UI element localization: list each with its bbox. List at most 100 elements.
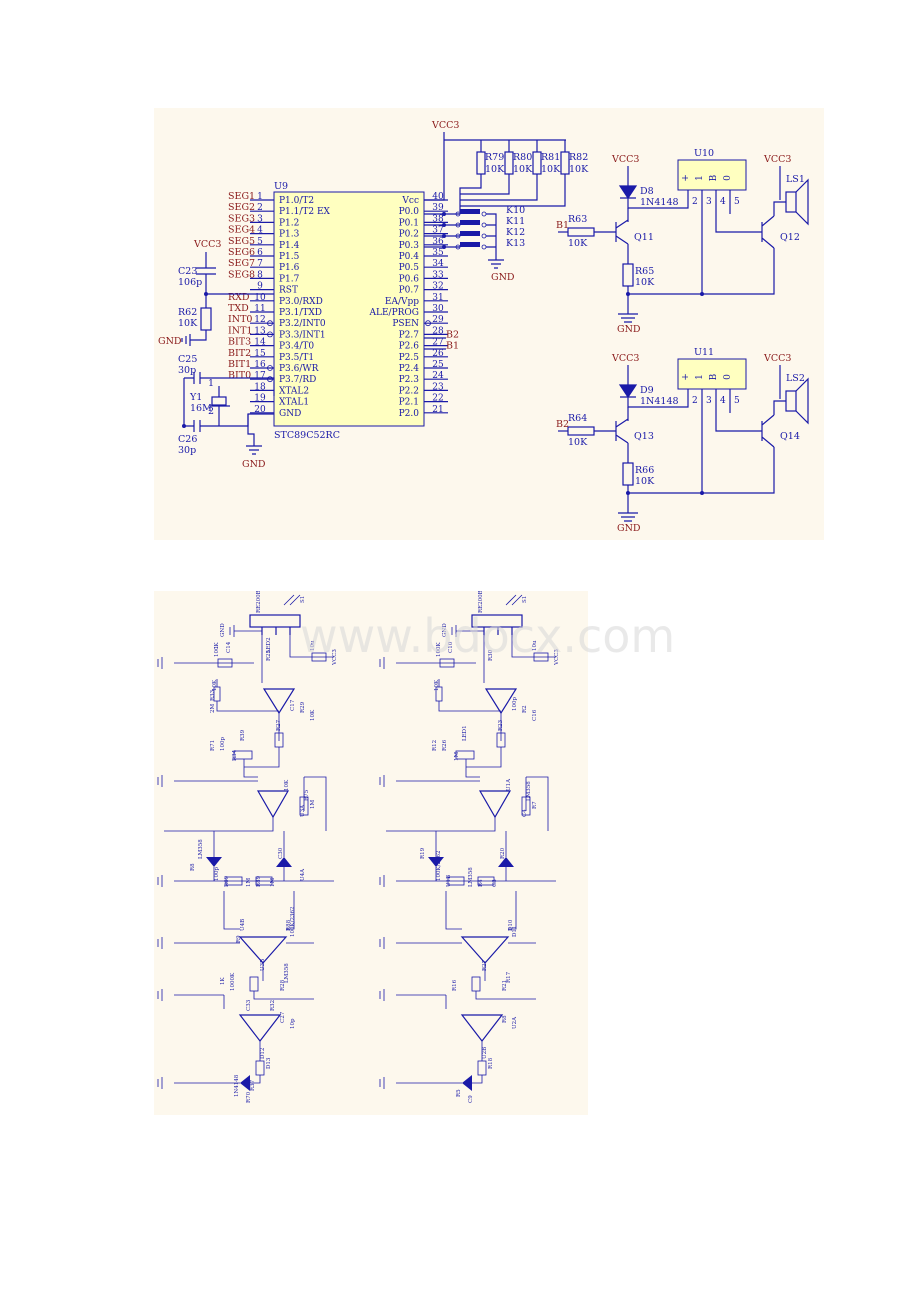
part-label: R27 <box>276 719 282 731</box>
pin-name: P1.7 <box>279 274 300 284</box>
pin-number: 18 <box>254 382 266 392</box>
r82-val: 10K <box>569 164 589 175</box>
pin-net-label: BIT0 <box>228 370 251 381</box>
q2-ref: Q14 <box>780 431 800 442</box>
part-label: LED2 <box>266 637 272 653</box>
part-label: U3A <box>300 804 306 817</box>
pin-name: P0.6 <box>399 274 420 284</box>
k13: K13 <box>506 238 525 249</box>
part-label: U1B <box>446 875 452 887</box>
part-label: R33 <box>210 689 216 701</box>
pin-number: 35 <box>432 248 444 258</box>
pin-name: XTAL1 <box>279 398 309 408</box>
pir-sensor: RE200B <box>478 591 484 613</box>
pin-number: 6 <box>257 248 263 258</box>
b-net-stubs <box>424 337 446 350</box>
speaker-ref: LS1 <box>786 174 805 185</box>
part-label: 1000K <box>230 972 236 991</box>
part-label: U4A <box>300 868 306 881</box>
part-label: R34 <box>232 749 238 761</box>
pin-name: GND <box>279 409 301 419</box>
part-label: R21 <box>502 980 508 991</box>
part-label: LM358 <box>526 781 532 801</box>
pin-net-label: INT1 <box>228 325 252 336</box>
pin-net-label: RXD <box>228 292 250 303</box>
part-label: R16 <box>452 979 458 991</box>
part-label: 10u <box>532 640 538 651</box>
part-label: 100p <box>220 737 226 751</box>
part-label: C14 <box>226 641 232 653</box>
part-label: R4 <box>478 879 484 887</box>
part-label: 100p <box>512 697 518 711</box>
vcc-label: VCC3 <box>611 154 639 165</box>
relay-pin-number: 4 <box>720 197 726 207</box>
pin-net-label: SEG8 <box>228 269 255 280</box>
relay-pin-label: B <box>709 373 719 380</box>
pin-net-label: TXD <box>228 303 249 314</box>
part-label: R7 <box>532 801 538 809</box>
relay-pin-number: 3 <box>706 396 712 406</box>
pin-number: 8 <box>257 270 263 280</box>
c23-ref: C23 <box>178 266 197 277</box>
part-label: C17 <box>290 699 296 711</box>
pin-number: 20 <box>254 405 266 415</box>
pin-name: P2.6 <box>399 342 420 352</box>
part-label: LM358 <box>284 963 290 983</box>
part-label: 1M <box>270 878 276 887</box>
part-label: U3B <box>260 959 266 971</box>
part-label: 1M <box>310 800 316 809</box>
part-label: R2 <box>522 705 528 713</box>
pin-number: 15 <box>254 349 266 359</box>
buzzer-driver-circuits: U10+213B405VCC3D81N4148B1R6310KQ11R6510K… <box>556 148 809 534</box>
part-label: R69 <box>224 875 230 887</box>
relay-pin-label: 1 <box>695 175 705 181</box>
relay-body <box>677 159 747 191</box>
part-label: R5 <box>456 1089 462 1097</box>
pin-number: 40 <box>432 192 444 202</box>
part-label: C3 <box>492 879 498 887</box>
pin-number: 5 <box>257 237 263 247</box>
pin-number: 34 <box>432 259 444 269</box>
pin-name: P2.4 <box>399 364 420 374</box>
part-label: R19 <box>420 847 426 859</box>
pin-name: XTAL2 <box>279 386 309 396</box>
pin-number: 26 <box>432 349 444 359</box>
pin-number: 19 <box>254 394 266 404</box>
part-label: 1K <box>220 977 226 985</box>
speaker-ref: LS2 <box>786 373 805 384</box>
part-label: 1M <box>454 752 460 761</box>
r79-ref: R79 <box>485 152 504 163</box>
pin-name: ALE/PROG <box>369 308 419 318</box>
pin-name: P3.2/INT0 <box>279 319 326 329</box>
pin-name: P2.0 <box>399 409 420 419</box>
base-input-label: B1 <box>556 220 569 231</box>
pin-number: 9 <box>257 282 263 292</box>
pin-name: Vcc <box>401 196 419 206</box>
pin-number: 30 <box>432 304 444 314</box>
r62-ref: R62 <box>178 307 197 318</box>
relay-pin-number: 5 <box>734 396 740 406</box>
pin-name: P1.5 <box>279 252 300 262</box>
pin-name: P1.6 <box>279 263 300 273</box>
part-label: R71 <box>210 740 216 751</box>
pir-sensor: RE200B <box>256 591 262 613</box>
mcu-body <box>273 191 425 427</box>
c25-ref: C25 <box>178 354 197 365</box>
relay-ref: U11 <box>694 347 714 358</box>
pin-name: P3.4/T0 <box>279 342 314 352</box>
reset-network: VCC3 C23 106p R62 10K GND <box>158 239 274 347</box>
pin-number: 13 <box>254 326 266 336</box>
pin-net-label: SEG2 <box>228 202 255 213</box>
base-input-label: B2 <box>556 419 569 430</box>
pin-net-label: B2 <box>446 329 459 340</box>
buzzer-driver: U10+213B405VCC3D81N4148B1R6310KQ11R6510K… <box>556 148 809 335</box>
pin-name: P0.2 <box>399 230 419 240</box>
diode-val: 1N4148 <box>640 197 679 208</box>
y1-pin1: 1 <box>208 378 214 389</box>
part-label: D12 <box>260 1048 266 1059</box>
pin-net-label: SEG1 <box>228 191 255 202</box>
mcu-ref: U9 <box>274 181 288 192</box>
gnd-label: GND <box>220 623 226 637</box>
